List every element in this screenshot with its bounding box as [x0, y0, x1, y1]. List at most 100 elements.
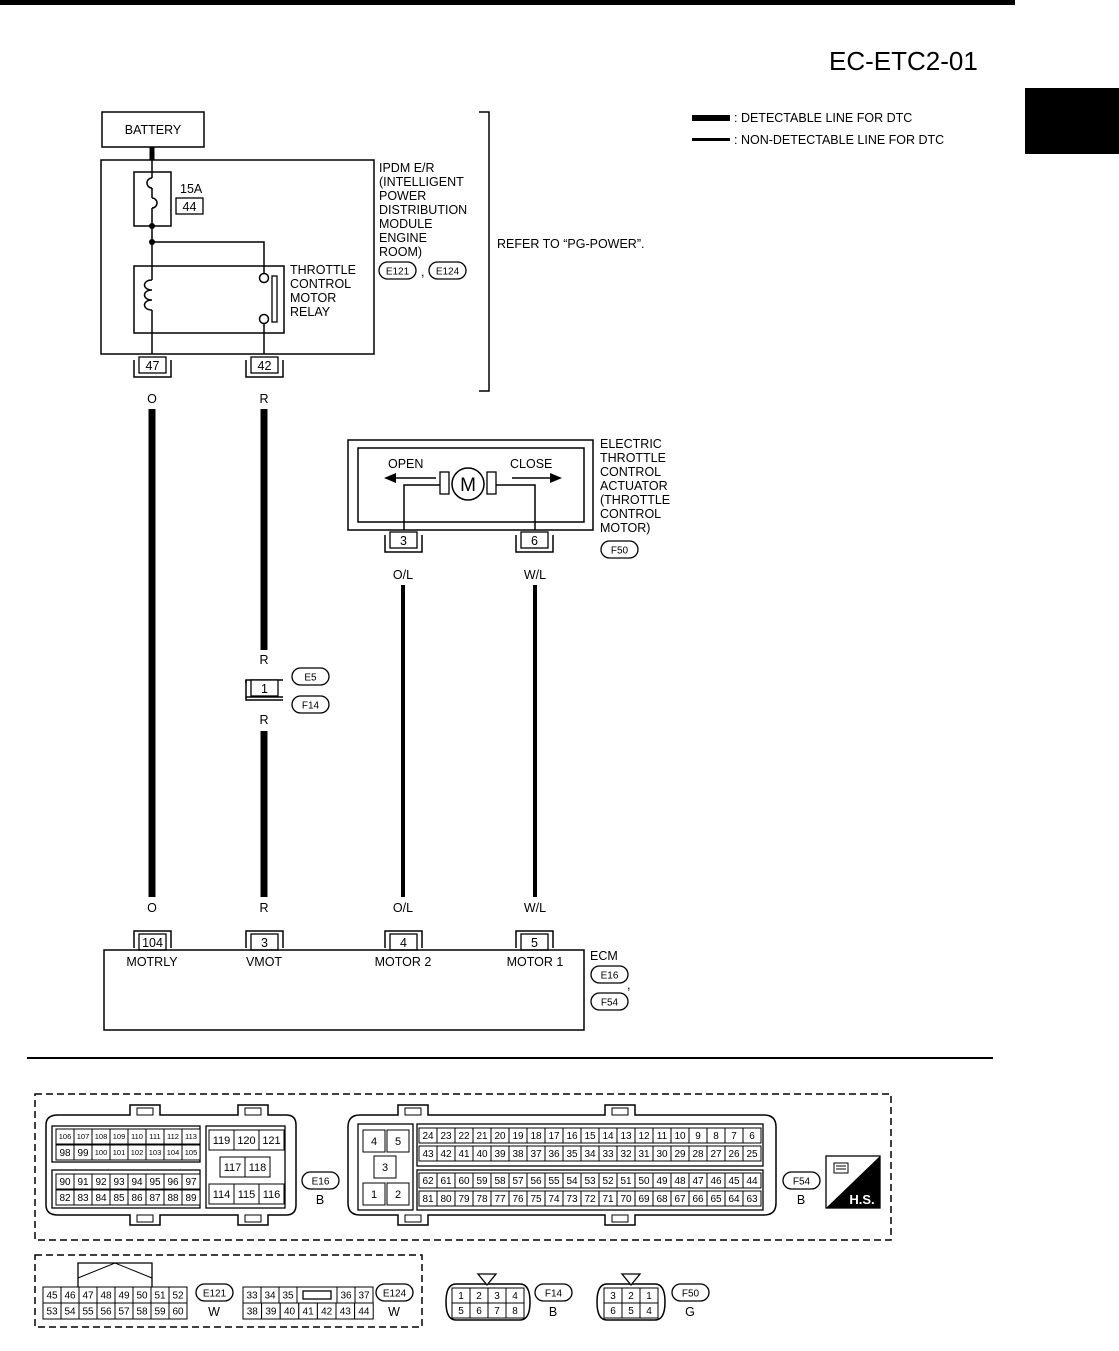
pin-number: 96 [167, 1177, 179, 1188]
pin-number: 76 [512, 1194, 524, 1205]
splice-dot-1 [149, 223, 155, 229]
e16-key-bottom-right [244, 1214, 262, 1223]
pin-number: 6 [476, 1306, 482, 1317]
f54-key-top-left [404, 1107, 422, 1116]
pin-number: 61 [440, 1176, 452, 1187]
pin-number: 37 [358, 1291, 370, 1302]
legend-thick-line [692, 115, 730, 121]
f14-key-icon [476, 1273, 498, 1287]
pin-number: 24 [422, 1131, 434, 1142]
harness-side-icon: H.S. [825, 1155, 881, 1209]
pin-number: 40 [284, 1307, 296, 1318]
actuator-pin-3: 3 [384, 531, 423, 553]
pin-cell [181, 1144, 201, 1161]
pin-number: 80 [440, 1194, 452, 1205]
pin-number: 33 [246, 1291, 258, 1302]
battery-box [101, 111, 205, 148]
f50-key-icon [620, 1273, 642, 1287]
connector-tag-f50-text: F50 [611, 546, 629, 557]
pin-number: 51 [154, 1291, 166, 1302]
pin-number: 55 [548, 1176, 560, 1187]
wire-label-r-mid-bottom: R [259, 713, 268, 727]
pin-number: 2 [395, 1189, 401, 1201]
pin-number: 6 [749, 1131, 755, 1142]
pin-number: 49 [118, 1291, 130, 1302]
pin-cell [258, 1129, 285, 1151]
wire-label-r-bottom: R [259, 901, 268, 915]
pin-number: 43 [422, 1149, 434, 1160]
f54-key-top-right [611, 1107, 629, 1116]
connector-view-color-e16: B [316, 1193, 324, 1207]
connector-tag-f14 [291, 695, 330, 714]
pin-cell [386, 1129, 410, 1153]
pin-number: 69 [638, 1194, 650, 1205]
wire-label-o-top: O [147, 392, 157, 406]
pin-number: 104 [167, 1148, 180, 1157]
pin-number: 114 [213, 1189, 231, 1201]
blank-slot [302, 1290, 332, 1300]
pin-number: 113 [185, 1132, 197, 1141]
ipdm-pin-47: 47 [133, 356, 172, 378]
actuator-label-3: CONTROL [600, 465, 661, 479]
pin-number: 98 [59, 1148, 71, 1159]
pin-number: 2 [628, 1291, 634, 1302]
ecm-box [103, 949, 585, 1031]
pin-number: 92 [95, 1177, 107, 1188]
pin-number: 52 [602, 1176, 614, 1187]
connector-view-tag-f14-text: F14 [545, 1289, 563, 1300]
pin-cell [354, 1302, 374, 1320]
pin-cell [639, 1302, 659, 1319]
pin-number: 81 [422, 1194, 434, 1205]
relay-contact-bottom [258, 313, 270, 325]
pin-number: 7 [731, 1131, 737, 1142]
pin-number: 17 [548, 1131, 560, 1142]
pin-cell [373, 1155, 397, 1179]
pin-number: 117 [224, 1162, 242, 1174]
actuator-open-label: OPEN [388, 457, 423, 471]
ecm-pin-104: 104 [133, 930, 172, 951]
pin-number: 5 [458, 1306, 464, 1317]
pin-number: 4 [512, 1291, 518, 1302]
pin-cell [181, 1128, 201, 1145]
pin-number: 29 [674, 1149, 686, 1160]
pin-number: 11 [657, 1131, 668, 1142]
pin-number: 8 [713, 1131, 719, 1142]
side-tab [1025, 88, 1119, 154]
connector-tag-separator: , [421, 265, 424, 279]
pin-number: 37 [530, 1149, 542, 1160]
relay-label-3: MOTOR [290, 291, 336, 305]
battery-label: BATTERY [125, 123, 182, 137]
wire-label-o-bottom: O [147, 901, 157, 915]
ipdm-label-4: DISTRIBUTION [379, 203, 467, 217]
pin-number: 74 [548, 1194, 560, 1205]
ecm-terminal-motor1: MOTOR 1 [507, 955, 564, 969]
pin-cell [505, 1302, 525, 1319]
pin-number: 15 [584, 1131, 596, 1142]
pin-number: 34 [584, 1149, 596, 1160]
pin-number: 23 [440, 1131, 452, 1142]
pin-number: 19 [512, 1131, 524, 1142]
pin-number: 108 [95, 1132, 108, 1141]
pin-number: 42 [321, 1307, 333, 1318]
pin-number: 88 [167, 1193, 179, 1204]
e16-block-right [205, 1125, 286, 1209]
pin-number: 106 [59, 1132, 72, 1141]
pin-number: 9 [695, 1131, 701, 1142]
svg-text:47: 47 [146, 359, 160, 373]
pin-number: 1 [371, 1189, 377, 1201]
pin-number: 50 [638, 1176, 650, 1187]
svg-text:104: 104 [142, 936, 163, 950]
refer-text: REFER TO “PG-POWER”. [497, 237, 644, 251]
f54-block-lower [416, 1169, 764, 1211]
pin-number: 107 [77, 1132, 90, 1141]
pin-number: 40 [476, 1149, 488, 1160]
pin-number: 32 [620, 1149, 632, 1160]
pin-number: 73 [566, 1194, 578, 1205]
pin-cell [742, 1127, 762, 1144]
connector-view-tag-e16-text: E16 [312, 1177, 330, 1188]
pin-number: 46 [710, 1176, 722, 1187]
pin-number: 65 [710, 1194, 722, 1205]
connector-view-tag-f54 [782, 1171, 821, 1190]
